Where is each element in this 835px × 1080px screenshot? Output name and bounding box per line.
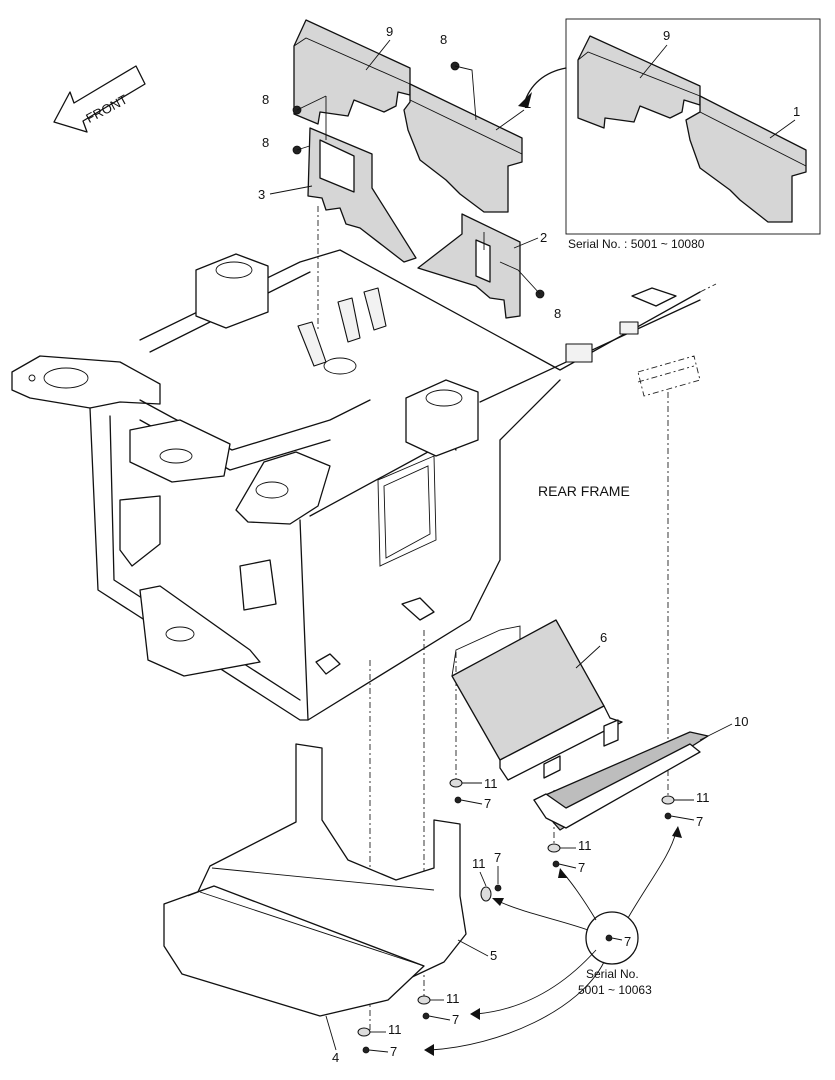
svg-text:7: 7 xyxy=(578,860,585,875)
svg-text:8: 8 xyxy=(554,306,561,321)
fastener-11-7-d: 11 7 xyxy=(472,850,502,902)
callout-9: 9 xyxy=(386,24,393,39)
svg-text:7: 7 xyxy=(494,850,501,865)
detail-serial-line1: Serial No. xyxy=(586,967,639,981)
rear-frame-label: REAR FRAME xyxy=(538,483,630,499)
fastener-11-7-b: 11 7 xyxy=(661,790,710,829)
callout-10: 10 xyxy=(734,714,748,729)
callout-5: 5 xyxy=(490,948,497,963)
fastener-11-7-f: 11 7 xyxy=(357,1022,402,1059)
svg-text:8: 8 xyxy=(262,92,269,107)
front-direction-arrow: FRONT xyxy=(53,65,146,133)
svg-text:11: 11 xyxy=(472,856,486,871)
part-4-cover xyxy=(163,885,425,1017)
bolt-8-left-upper: 8 xyxy=(262,92,327,115)
fastener-11-7-a: 11 7 xyxy=(449,776,498,811)
callout-4: 4 xyxy=(332,1050,339,1065)
svg-text:7: 7 xyxy=(624,934,631,949)
part-3-bracket xyxy=(307,96,417,263)
svg-text:11: 11 xyxy=(484,776,498,791)
svg-text:11: 11 xyxy=(446,991,460,1006)
rear-frame: REAR FRAME xyxy=(11,249,717,721)
detail-serial-line2: 5001 ~ 10063 xyxy=(578,983,652,997)
callout-6: 6 xyxy=(600,630,607,645)
svg-text:7: 7 xyxy=(696,814,703,829)
bolt-8-right: 8 xyxy=(499,261,561,321)
callout-3: 3 xyxy=(258,187,265,202)
svg-text:11: 11 xyxy=(696,790,710,805)
inset-detail-box: 9 1 Serial No. : 5001 ~ 10080 xyxy=(518,18,821,251)
fastener-11-7-c: 11 7 xyxy=(547,838,592,875)
fastener-11-7-e: 11 7 xyxy=(417,991,460,1027)
bolt-8-top: 8 xyxy=(440,32,477,121)
svg-text:11: 11 xyxy=(578,838,592,853)
callout-2: 2 xyxy=(540,230,547,245)
svg-text:8: 8 xyxy=(440,32,447,47)
svg-text:8: 8 xyxy=(262,135,269,150)
svg-text:11: 11 xyxy=(388,1022,402,1037)
inset-callout-9: 9 xyxy=(663,28,670,43)
svg-text:7: 7 xyxy=(484,796,491,811)
part-10-plate xyxy=(533,731,709,831)
part-2-bracket xyxy=(417,213,521,319)
svg-text:7: 7 xyxy=(452,1012,459,1027)
inset-serial-label: Serial No. : 5001 ~ 10080 xyxy=(568,237,705,251)
svg-text:7: 7 xyxy=(390,1044,397,1059)
part-6-cover xyxy=(451,619,623,781)
part-1-panel xyxy=(403,83,523,213)
callout-1: 1 xyxy=(524,96,531,111)
inset-callout-1: 1 xyxy=(793,104,800,119)
detail-circle-serial: 7 Serial No. 5001 ~ 10063 xyxy=(424,826,682,1056)
